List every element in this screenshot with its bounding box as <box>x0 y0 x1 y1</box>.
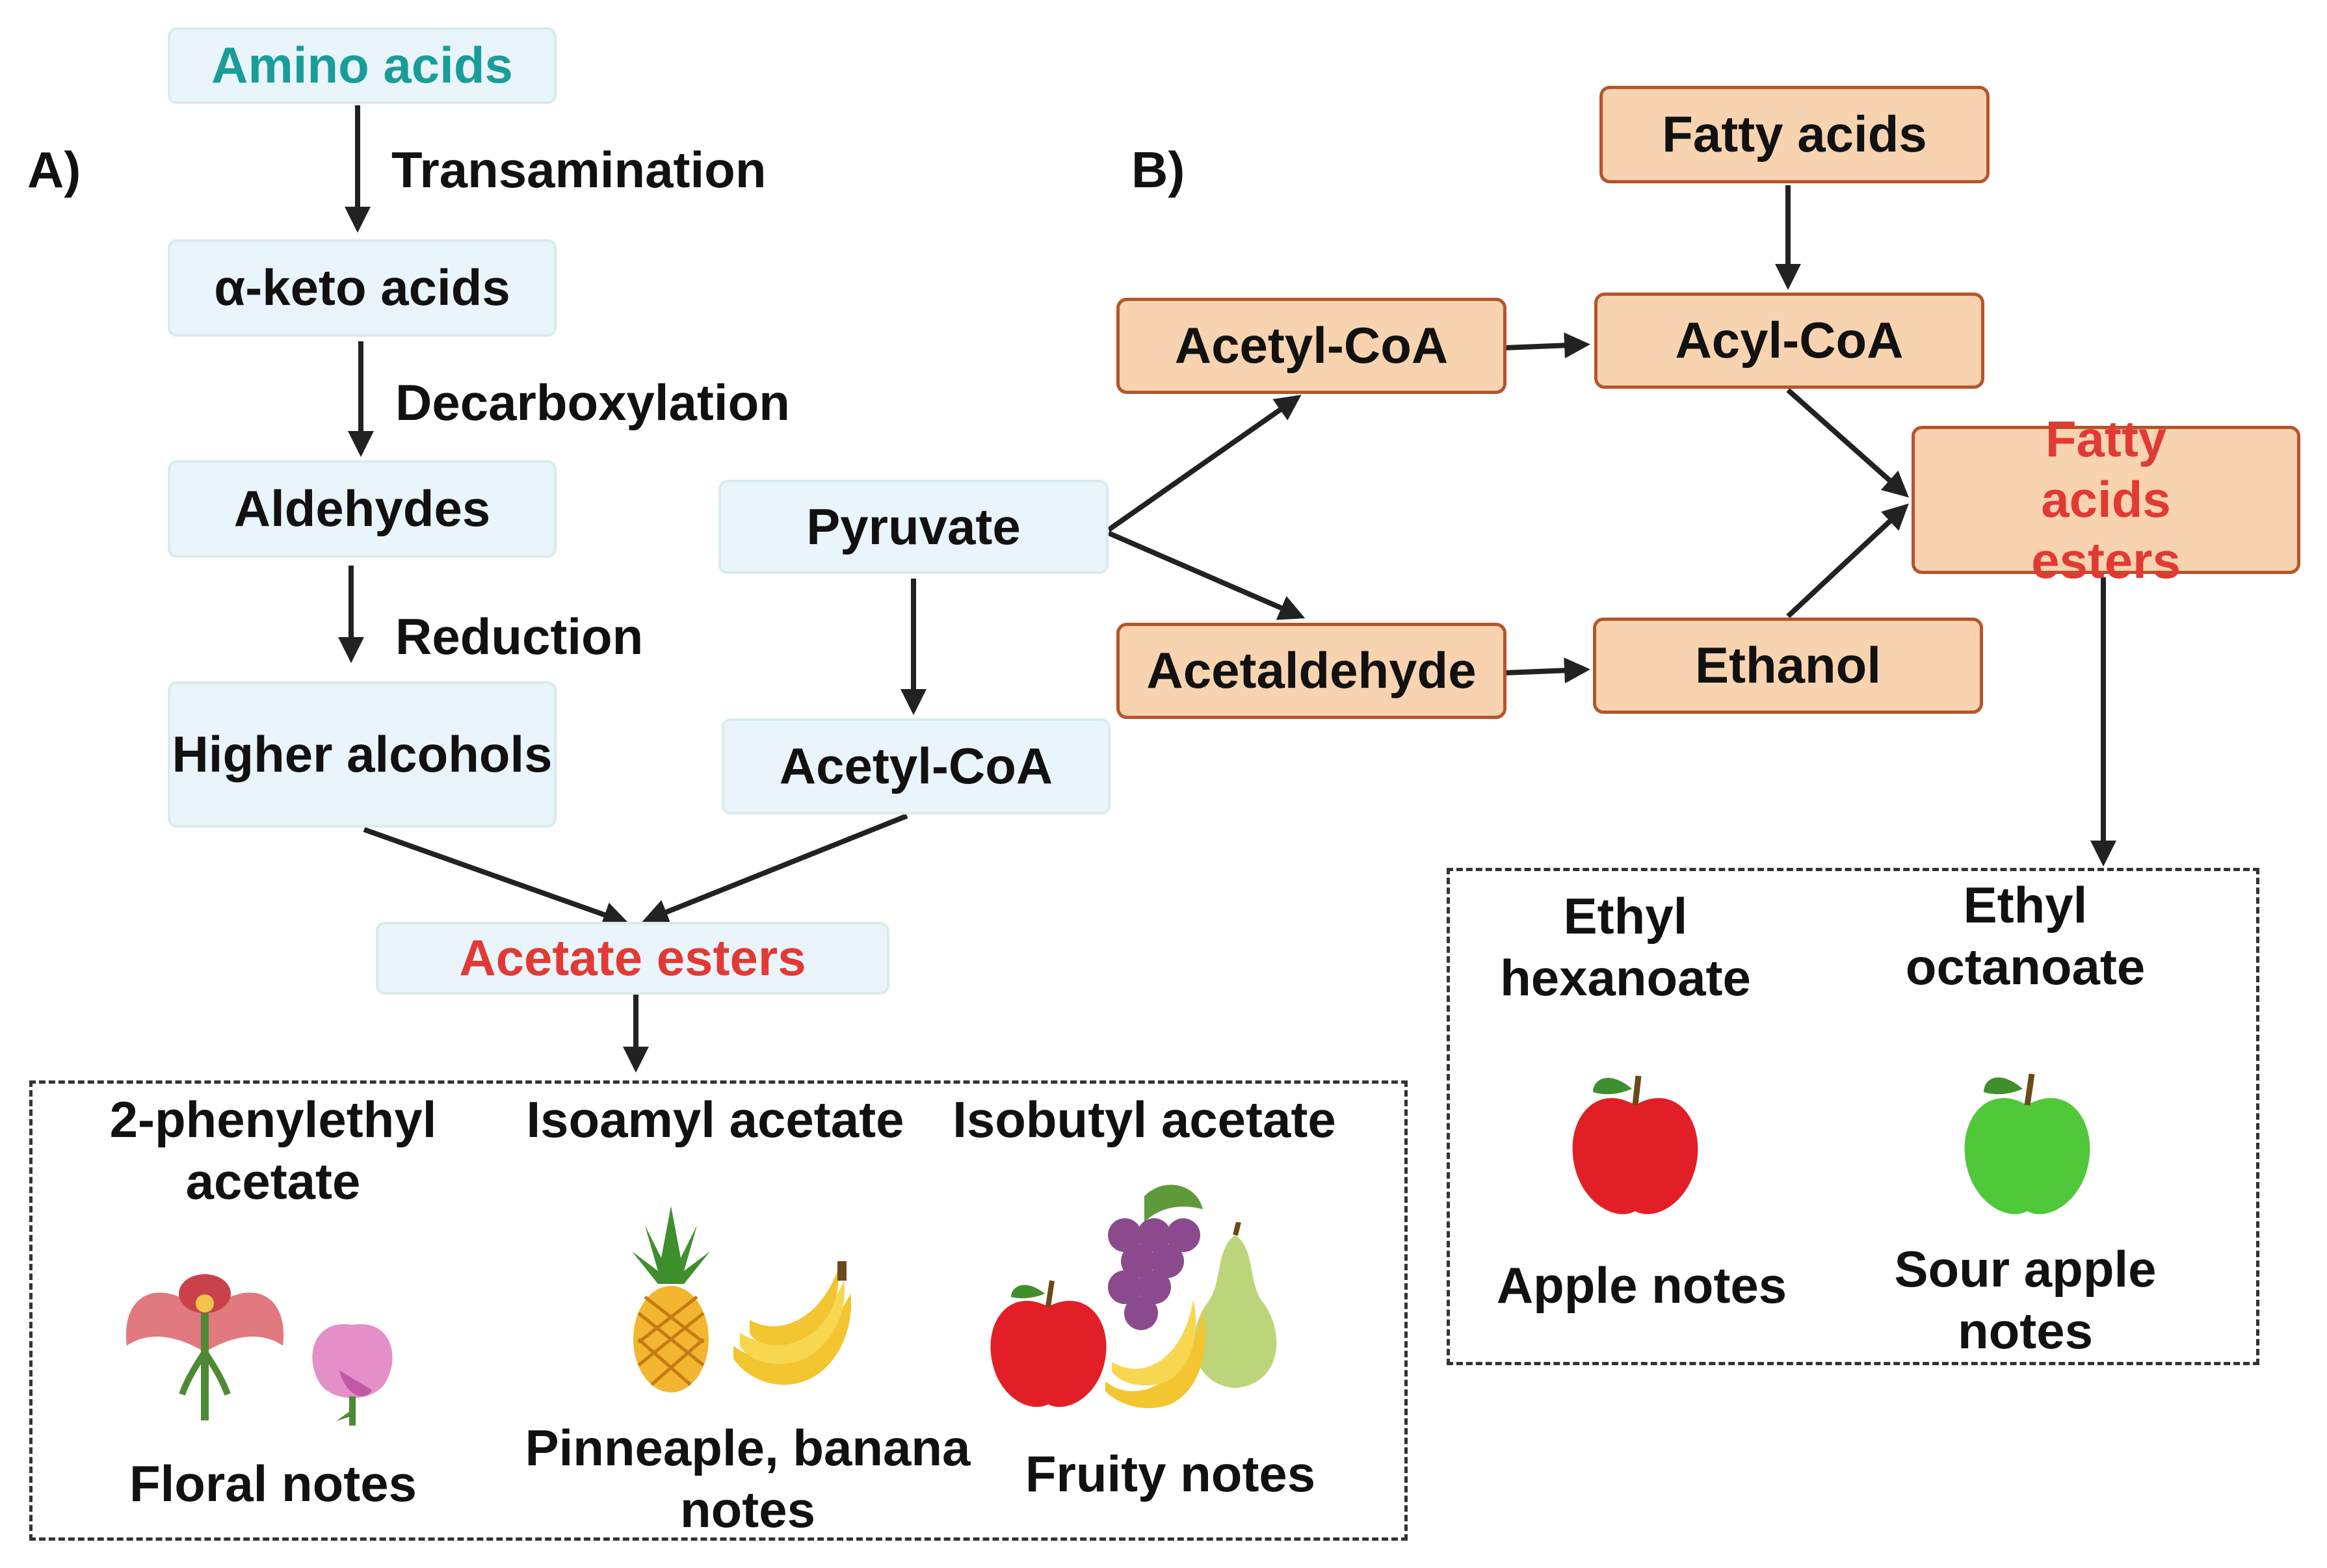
panel-a-label: A) <box>27 141 81 198</box>
arrow-acetylcoa-acylcoa <box>1505 332 1590 359</box>
acyl-coa-box: Acyl-CoA <box>1594 293 1984 389</box>
fatty-esters-examples-box <box>1447 868 2259 1365</box>
acetate-esters-text: Acetate esters <box>459 929 806 987</box>
arrow-acetaldehyde-ethanol <box>1505 657 1590 684</box>
ester-name-isoamyl: Isoamyl acetate <box>526 1091 904 1148</box>
fatty-acids-esters-text: Fatty acids esters <box>2031 410 2181 589</box>
note-pineapple-banana: Pinneaple, banana notes <box>525 1419 971 1539</box>
banana-icon <box>733 1261 852 1385</box>
higher-alcohols-box: Higher alcohols <box>168 681 557 828</box>
acetate-esters-box: Acetate esters <box>376 922 889 995</box>
arrow-alcohols-esters <box>363 827 629 928</box>
transamination-label: Transamination <box>391 141 767 198</box>
keto-acids-box: α-keto acids <box>168 239 557 337</box>
aldehydes-box: Aldehydes <box>168 460 557 558</box>
ester-name-ethyl-hexanoate: Ethyl hexanoate <box>1500 887 1751 1007</box>
pyruvate-box: Pyruvate <box>718 480 1109 574</box>
note-sour-apple: Sour apple notes <box>1894 1240 2157 1360</box>
amino-acids-box: Amino acids <box>168 27 557 104</box>
flower-icon <box>125 1274 284 1420</box>
green-apple-icon <box>1964 1073 2090 1214</box>
acetyl-coa-box-b: Acetyl-CoA <box>1116 298 1506 394</box>
amino-acids-text: Amino acids <box>211 36 513 94</box>
fatty-acids-esters-box: Fatty acids esters <box>1912 410 2300 589</box>
banana-icon-2 <box>1105 1300 1206 1409</box>
fatty-acids-box: Fatty acids <box>1599 86 1990 183</box>
sweet-pea-icon <box>312 1324 393 1426</box>
arrow-pyruvate-acetylcoa-b <box>1107 395 1302 532</box>
arrow-acylcoa-esters <box>1786 388 1909 498</box>
acetaldehyde-box: Acetaldehyde <box>1116 623 1506 719</box>
ester-name-ethyl-octanoate: Ethyl octanoate <box>1905 876 2146 996</box>
arrow-acetylcoa-esters <box>642 813 908 924</box>
ethanol-box: Ethanol <box>1593 618 1983 714</box>
panel-b-label: B) <box>1131 141 1185 198</box>
red-apple-icon-2 <box>1572 1075 1698 1214</box>
grapes-icon <box>1108 1184 1203 1330</box>
ester-name-phenylethyl: 2-phenylethyl acetate <box>109 1091 437 1210</box>
ester-name-isobutyl: Isobutyl acetate <box>953 1091 1336 1148</box>
acetyl-coa-box-a: Acetyl-CoA <box>722 718 1111 815</box>
reduction-label: Reduction <box>395 608 644 665</box>
red-apple-icon <box>990 1280 1107 1407</box>
note-floral: Floral notes <box>129 1455 417 1512</box>
decarboxylation-label: Decarboxylation <box>395 374 790 431</box>
arrow-ethanol-esters <box>1786 503 1909 618</box>
pineapple-icon <box>632 1206 710 1392</box>
note-fruity: Fruity notes <box>1025 1445 1316 1502</box>
arrow-pyruvate-acetaldehyde <box>1107 530 1306 620</box>
note-apple: Apple notes <box>1496 1257 1787 1314</box>
pear-icon <box>1194 1222 1277 1388</box>
acetate-esters-examples-box <box>29 1080 1408 1541</box>
